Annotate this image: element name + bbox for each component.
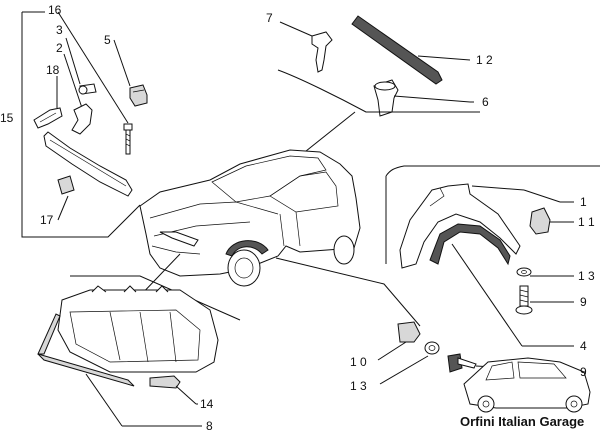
divider-line [70,275,241,321]
car-illustration [139,149,361,287]
bracket-group-15 [21,11,141,238]
callout-5: 5 [104,33,111,47]
callout-4: 4 [580,339,587,353]
part-2-bracket [63,53,93,135]
part-9-bolt [515,285,574,315]
callout-10: 1 0 [350,355,367,369]
headlamp-assembly-8 [37,285,219,387]
part-16-screw [57,11,133,155]
callout-13: 1 3 [578,269,595,283]
part-14-lens [149,375,197,405]
part-5-clip [113,39,148,107]
part-13-washer [516,267,574,277]
divider-line [385,165,600,177]
callout-17: 17 [40,213,54,227]
callout-15: 15 [0,111,14,125]
callout-11: 1 1 [578,215,595,229]
part-10-clip [377,321,421,361]
callout-1: 1 [580,195,587,209]
divider-line [277,69,480,113]
callout-18: 18 [46,63,60,77]
part-18-bracket [33,76,63,129]
callout-13b: 1 3 [350,379,367,393]
small-car-illustration [463,357,591,413]
leader-8 [85,373,123,427]
callout-9b: 9 [580,365,587,379]
part-17-clip [57,175,75,221]
callout-9: 9 [580,295,587,309]
part-3-screw [65,37,97,95]
callout-6: 6 [482,95,489,109]
leader-4 [451,243,523,347]
callout-2: 2 [56,41,63,55]
part-7-clip [279,21,333,73]
callout-14: 14 [200,397,214,411]
part-6-duct [373,79,471,117]
part-12-strip [351,15,471,85]
callout-3: 3 [56,23,63,37]
part-1-wheel-liner [399,183,561,269]
callout-8: 8 [206,419,213,431]
part-11-clip [529,207,574,235]
callout-7: 7 [266,11,273,25]
divider-line [275,257,421,327]
callout-16: 16 [48,3,62,17]
watermark-text: Orfini Italian Garage [460,414,584,429]
callout-12: 1 2 [476,53,493,67]
part-13-washer-b [379,341,440,385]
part-15-strip [43,131,133,197]
